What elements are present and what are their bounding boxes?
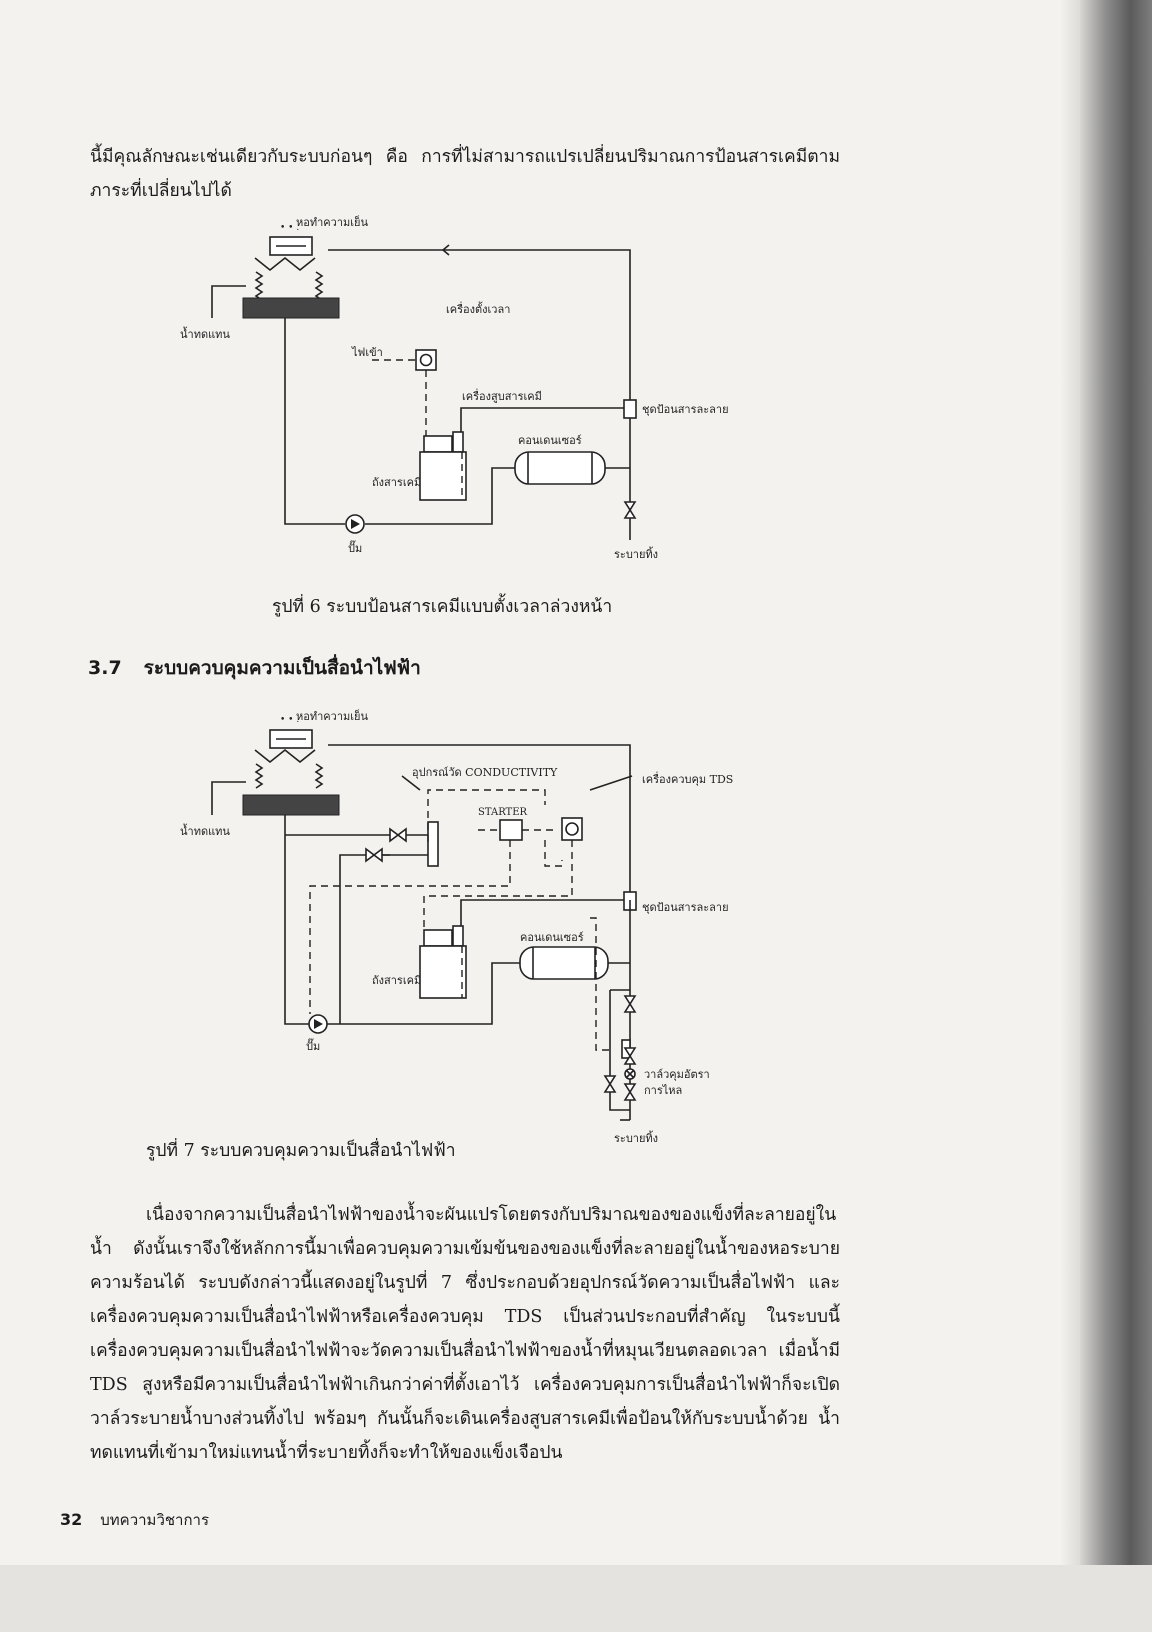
- conductivity-cell-icon: [427, 821, 439, 867]
- svg-text:• • .: • • .: [280, 223, 299, 233]
- section-heading: 3.7 ระบบควบคุมความเป็นสื่อนำไฟฟ้า: [88, 653, 421, 683]
- fig6-label-pump: ปั๊ม: [348, 540, 362, 555]
- fig7-label-starter: STARTER: [478, 807, 528, 818]
- cooling-tower-icon: • • .: [242, 223, 340, 319]
- figure-7-caption: รูปที่ 7 ระบบควบคุมความเป็นสื่อนำไฟฟ้า: [146, 1141, 456, 1161]
- footer-section-name: บทความวิชาการ: [100, 1511, 210, 1529]
- bottom-margin-band: [0, 1565, 1152, 1632]
- fig7-label-flow-valve-1: วาล์วคุมอัตรา: [644, 1068, 710, 1081]
- page-footer: 32 บทความวิชาการ: [60, 1508, 209, 1532]
- top-paragraph: นี้มีคุณลักษณะเช่นเดียวกับระบบก่อนๆ คือ …: [90, 147, 840, 201]
- fig6-label-power-in: ไฟเข้า: [351, 346, 383, 359]
- body-paragraph: เนื่องจากความเป็นสื่อนำไฟฟ้าของน้ำจะผันแ…: [90, 1205, 840, 1463]
- page-edge: [1080, 0, 1152, 1632]
- chemical-feeder-icon-fig6: [623, 399, 637, 419]
- fig6-label-makeup-water: น้ำทดแทน: [180, 326, 230, 341]
- fig7-label-makeup-water: น้ำทดแทน: [180, 823, 230, 838]
- fig6-label-timer: เครื่องตั้งเวลา: [446, 301, 510, 316]
- fig7-label-condenser: คอนเดนเซอร์: [520, 931, 584, 944]
- fig7-label-chemical-feeder: ชุดป้อนสารละลาย: [642, 901, 729, 914]
- fig6-label-condenser: คอนเดนเซอร์: [518, 434, 582, 447]
- section-number: 3.7: [88, 657, 122, 679]
- figure-6-caption: รูปที่ 6 ระบบป้อนสารเคมีแบบตั้งเวลาล่วงห…: [272, 597, 613, 617]
- fig7-label-drain: ระบายทิ้ง: [614, 1130, 658, 1145]
- fig6-label-cooling-tower: หอทำความเย็น: [296, 215, 368, 229]
- svg-text:• • .: • • .: [280, 715, 299, 725]
- chemical-tank-icon-fig7: [419, 925, 467, 999]
- fig7-label-flow-valve-2: การไหล: [644, 1084, 682, 1097]
- fig7-label-conductivity: อุปกรณ์วัด CONDUCTIVITY: [412, 766, 558, 779]
- fig6-label-chemical-pump: เครื่องสูบสารเคมี: [462, 388, 542, 403]
- fig7-label-chemical-tank: ถังสารเคมี: [372, 974, 421, 987]
- page-fold-shadow: [1060, 0, 1082, 1632]
- fig7-label-tds-controller: เครื่องควบคุม TDS: [642, 771, 733, 786]
- cooling-tower-icon-fig7: • • .: [242, 715, 340, 816]
- page-number: 32: [60, 1510, 83, 1529]
- section-title: ระบบควบคุมความเป็นสื่อนำไฟฟ้า: [143, 657, 421, 679]
- fig7-label-pump: ปั๊ม: [306, 1038, 320, 1053]
- chemical-tank-icon-fig6: [419, 431, 467, 501]
- fig6-label-chemical-feeder: ชุดป้อนสารละลาย: [642, 403, 729, 416]
- fig7-label-cooling-tower: หอทำความเย็น: [296, 709, 368, 723]
- fig6-label-drain: ระบายทิ้ง: [614, 546, 658, 561]
- fig6-label-chemical-tank: ถังสารเคมี: [372, 476, 421, 489]
